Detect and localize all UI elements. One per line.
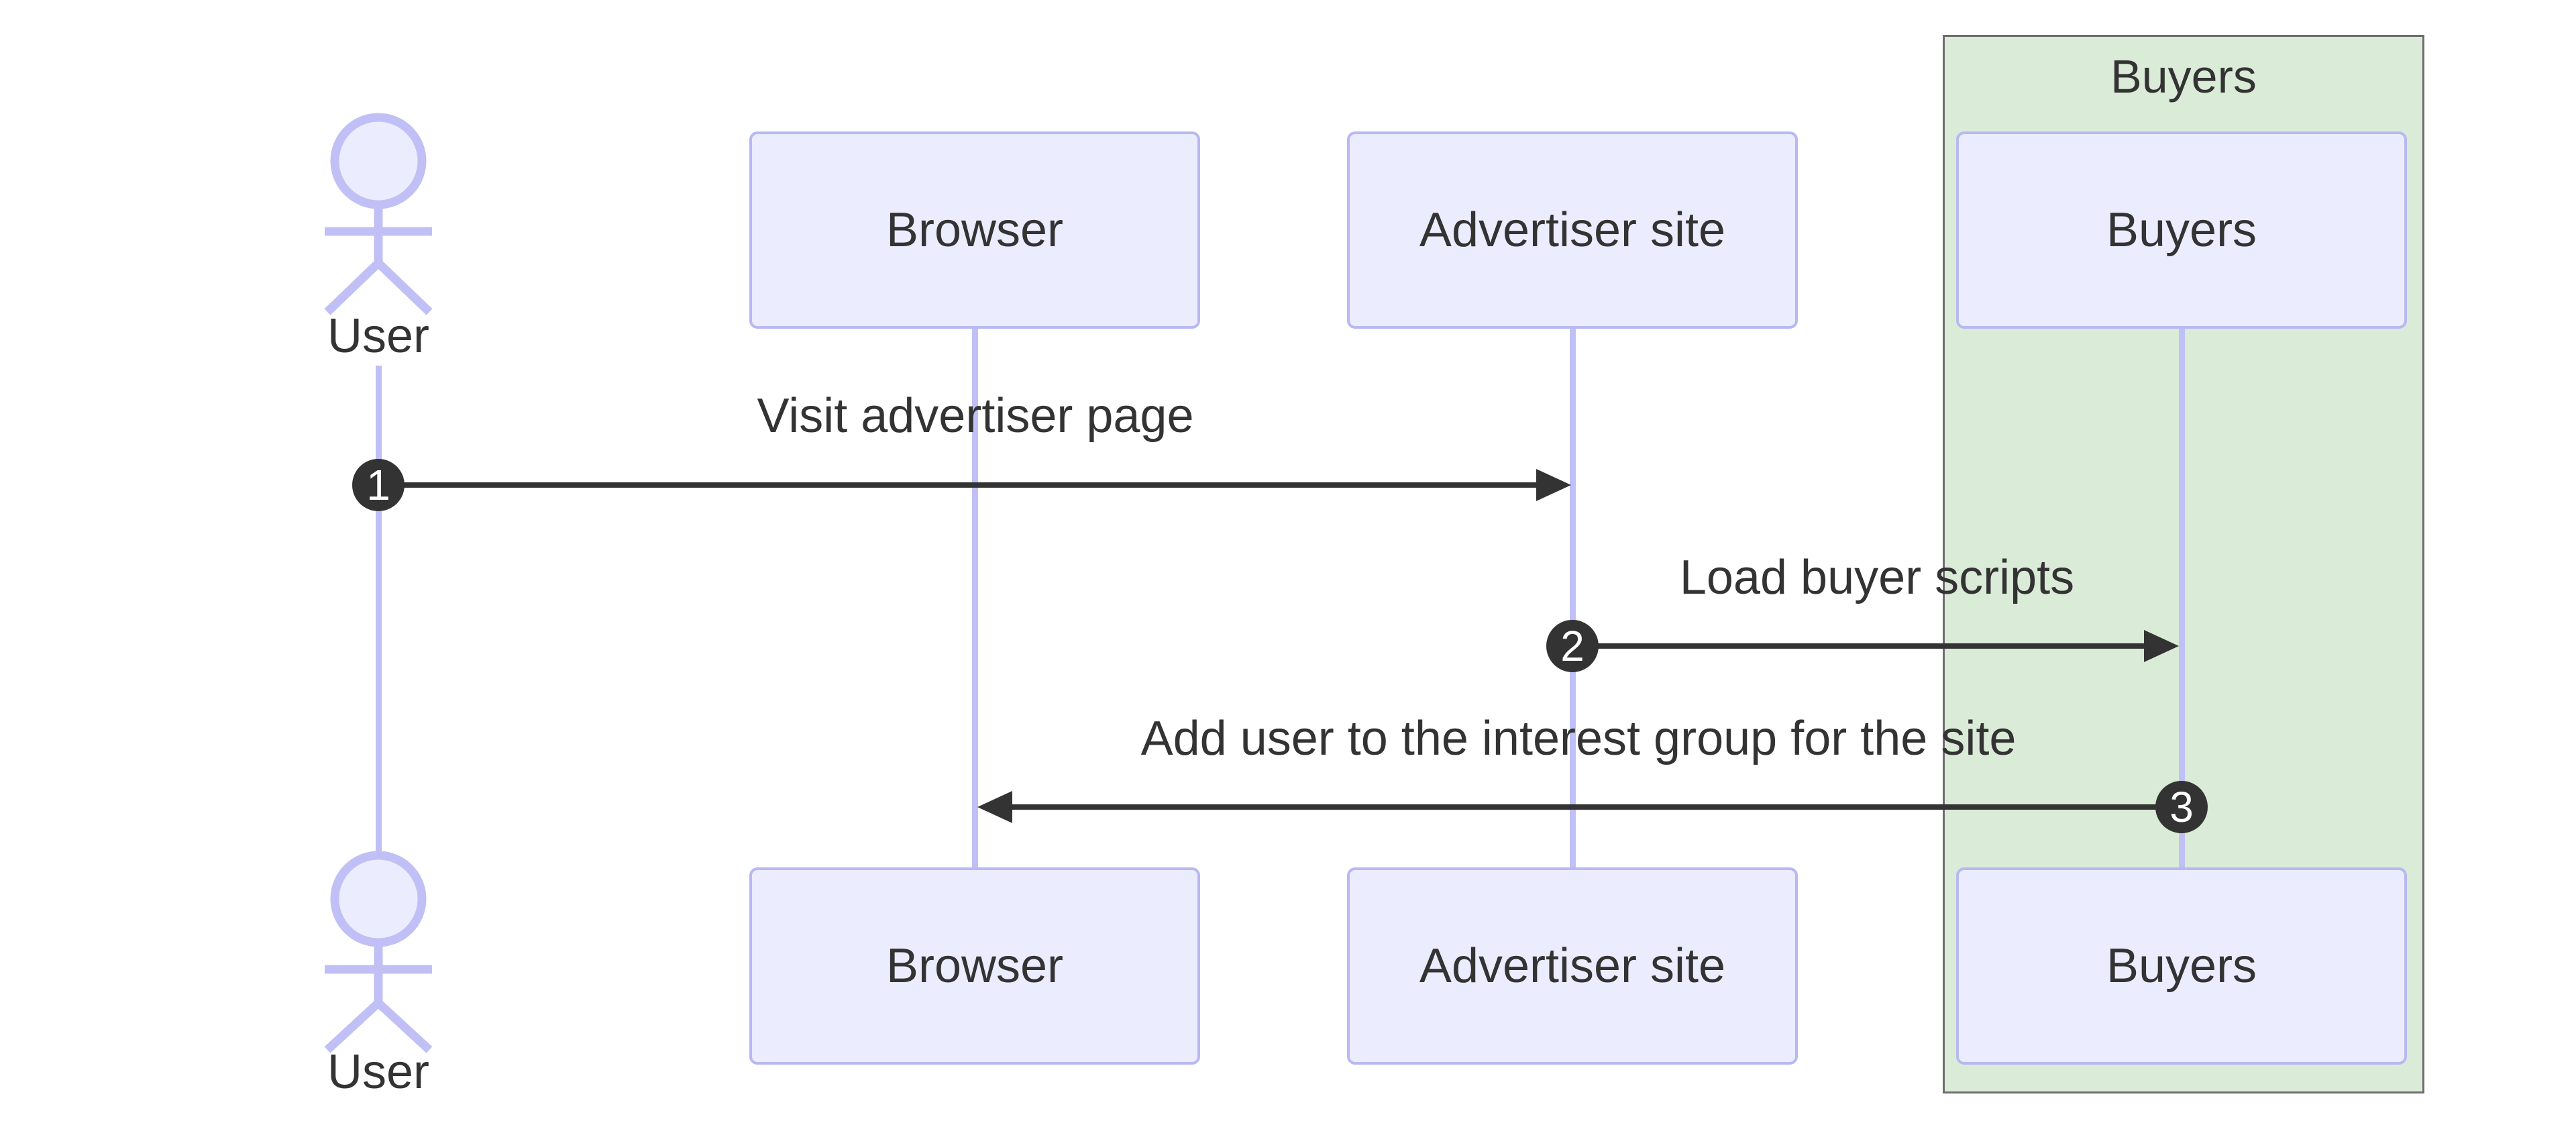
lifeline-buyers xyxy=(2179,329,2185,867)
lifeline-browser xyxy=(972,329,978,867)
participant-box-browser-bottom: Browser xyxy=(749,867,1200,1065)
lifeline-advertiser-site xyxy=(1570,329,1576,867)
lifeline-user xyxy=(376,366,382,852)
participant-label: Buyers xyxy=(2106,203,2257,257)
actor-label-user-bottom: User xyxy=(327,1045,429,1099)
actor-label-user-top: User xyxy=(327,309,429,363)
participant-box-browser-top: Browser xyxy=(749,131,1200,329)
buyers-group-label: Buyers xyxy=(2110,50,2257,103)
message-1-line xyxy=(378,482,1536,488)
participant-label: Buyers xyxy=(2106,939,2257,993)
participant-label: Advertiser site xyxy=(1419,203,1726,257)
message-3-line xyxy=(1012,804,2182,810)
message-3-label: Add user to the interest group for the s… xyxy=(1140,712,2017,765)
user-actor-icon xyxy=(324,113,433,315)
participant-box-buyers-top: Buyers xyxy=(1956,131,2407,329)
message-3-arrowhead-icon xyxy=(977,791,1012,823)
participant-label: Advertiser site xyxy=(1419,939,1726,993)
participant-box-advertiser-site-bottom: Advertiser site xyxy=(1347,867,1798,1065)
participant-box-buyers-bottom: Buyers xyxy=(1956,867,2407,1065)
message-2-sequence-number-badge: 2 xyxy=(1546,620,1599,672)
message-2-line xyxy=(1572,643,2144,649)
message-1-label: Visit advertiser page xyxy=(757,389,1194,443)
message-3-sequence-number-badge: 3 xyxy=(2155,781,2208,833)
message-1-sequence-number-badge: 1 xyxy=(352,459,405,511)
participant-box-advertiser-site-top: Advertiser site xyxy=(1347,131,1798,329)
message-1-arrowhead-icon xyxy=(1536,469,1571,501)
participant-label: Browser xyxy=(885,203,1064,257)
message-2-label: Load buyer scripts xyxy=(1679,551,2075,604)
participant-label: Browser xyxy=(885,939,1064,993)
message-2-arrowhead-icon xyxy=(2144,630,2179,662)
user-actor-icon xyxy=(324,851,433,1053)
